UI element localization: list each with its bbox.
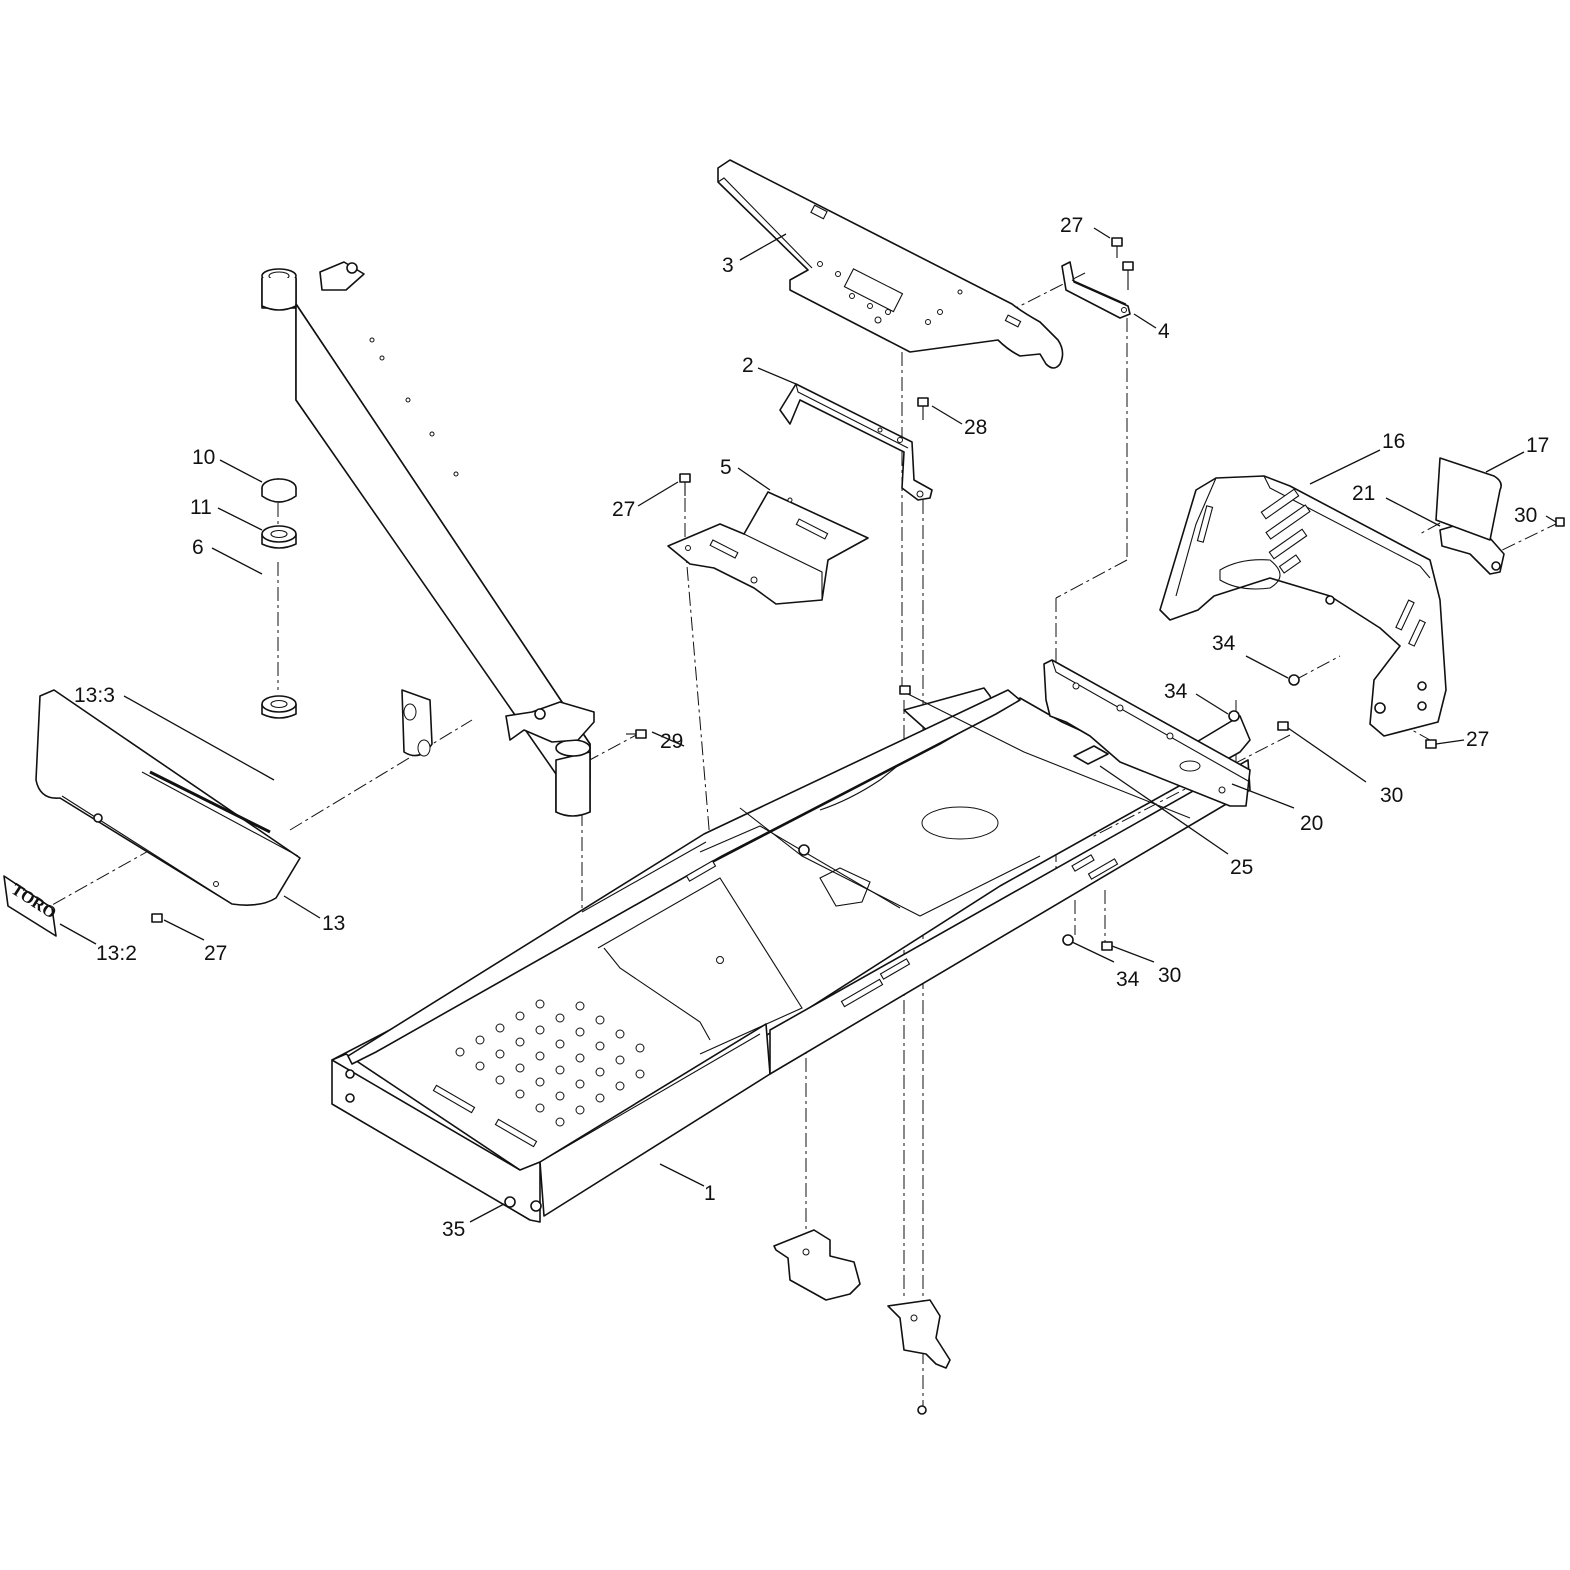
callout-25: 25	[1230, 856, 1253, 879]
callout-30-low: 30	[1158, 964, 1181, 987]
callout-labels: 1 2 3 4 5 6 10 11 13 13:2 13:3 16 17 20 …	[74, 214, 1549, 1241]
callout-2: 2	[742, 354, 754, 377]
callout-34-mid: 34	[1164, 680, 1188, 703]
callout-13: 13	[322, 912, 345, 935]
callout-4: 4	[1158, 320, 1170, 343]
callout-34-low: 34	[1116, 968, 1140, 991]
part-20-rear-plate	[1043, 659, 1251, 807]
part-2-bracket	[779, 383, 933, 501]
floor-perforation-grid	[455, 999, 645, 1127]
part-25-label	[1073, 745, 1109, 765]
callout-13-2: 13:2	[96, 942, 137, 965]
part-16-seat-bracket	[1159, 475, 1447, 737]
callout-11: 11	[190, 496, 212, 519]
callout-5: 5	[720, 456, 732, 479]
bolt-29	[626, 729, 647, 739]
callout-13-3: 13:3	[74, 684, 115, 707]
callout-30-mid: 30	[1380, 784, 1403, 807]
callout-16: 16	[1382, 430, 1405, 453]
callout-27-plate: 27	[612, 498, 635, 521]
part-10-cap	[261, 478, 297, 503]
lower-bracket-left	[773, 1229, 861, 1301]
callout-17: 17	[1526, 434, 1549, 457]
callout-29: 29	[660, 730, 683, 753]
callout-3: 3	[722, 254, 734, 277]
callout-27-top: 27	[1060, 214, 1083, 237]
part-13-2-decal: TORO	[3, 875, 60, 937]
lower-bracket-right	[887, 1299, 951, 1369]
callout-21: 21	[1352, 482, 1375, 505]
bolt-upper-4	[1122, 261, 1134, 290]
callout-35: 35	[442, 1218, 465, 1241]
callout-28: 28	[964, 416, 987, 439]
callout-20: 20	[1300, 812, 1323, 835]
callout-1: 1	[704, 1182, 716, 1205]
bolt-27-cover	[151, 913, 163, 923]
callout-27-cover: 27	[204, 942, 227, 965]
callout-6: 6	[192, 536, 204, 559]
part-17-decal	[1435, 457, 1502, 541]
bolt-28	[917, 397, 929, 420]
part-11-bearing-top	[261, 525, 297, 549]
part-4-small-bracket	[1061, 261, 1131, 319]
part-3-upper-panel	[717, 159, 1064, 369]
leader-lines	[59, 227, 1557, 1223]
callout-34-upper: 34	[1212, 632, 1236, 655]
part-13-front-cover	[35, 689, 301, 906]
part-11-bearing-bottom	[261, 695, 297, 719]
part-6-front-axle	[261, 261, 595, 817]
bolt-27-top	[1111, 237, 1123, 258]
callout-27-rear: 27	[1466, 728, 1489, 751]
small-fasteners	[504, 517, 1565, 1415]
callout-30-right: 30	[1514, 504, 1537, 527]
part-1-main-frame	[331, 687, 1251, 1223]
callout-10: 10	[192, 446, 215, 469]
bolt-27-plate	[679, 473, 691, 496]
part-5-mount-plate	[667, 491, 869, 605]
